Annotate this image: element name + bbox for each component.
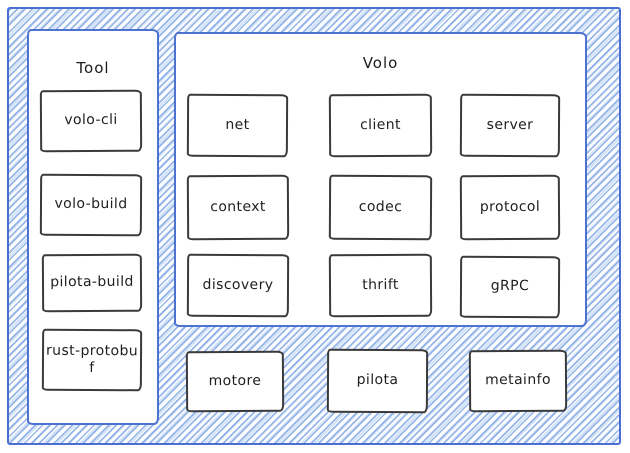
node-volo-cli: volo-cli	[39, 89, 143, 153]
node-label: client	[360, 116, 401, 133]
node-label: motore	[208, 372, 262, 389]
node-net: net	[186, 93, 289, 158]
node-volo-build: volo-build	[39, 173, 143, 237]
tool-group-title: Tool	[76, 59, 110, 77]
node-label: pilota-build	[50, 273, 134, 291]
node-label: metainfo	[485, 372, 551, 389]
tool-group: Tool volo-cli volo-build pilota-build ru…	[27, 29, 159, 425]
node-metainfo: metainfo	[468, 349, 568, 413]
node-discovery: discovery	[186, 253, 290, 318]
node-label: protocol	[479, 198, 541, 215]
volo-group-title: Volo	[362, 54, 399, 72]
node-label: gRPC	[490, 278, 530, 295]
outer-frame: Tool volo-cli volo-build pilota-build ru…	[7, 7, 621, 445]
node-client: client	[328, 93, 433, 158]
node-pilota: pilota	[326, 348, 429, 414]
node-grpc: gRPC	[459, 255, 561, 319]
node-context: context	[186, 174, 290, 241]
node-pilota-build: pilota-build	[41, 253, 143, 313]
node-rust-protobuf: rust-protobuf	[41, 328, 143, 392]
volo-group: Volo net client server context codec pro…	[174, 32, 587, 327]
node-label: net	[225, 116, 250, 133]
node-label: pilota	[356, 372, 399, 389]
node-label: rust-protobuf	[46, 342, 139, 377]
node-label: codec	[358, 198, 403, 215]
node-thrift: thrift	[328, 253, 433, 318]
node-label: volo-cli	[64, 112, 118, 129]
node-label: volo-build	[54, 196, 128, 213]
node-motore: motore	[185, 350, 285, 413]
node-protocol: protocol	[459, 174, 561, 241]
node-codec: codec	[328, 174, 433, 241]
node-server: server	[459, 93, 561, 158]
node-label: thrift	[362, 276, 399, 293]
node-label: context	[210, 198, 266, 215]
node-label: server	[486, 116, 534, 133]
node-label: discovery	[202, 276, 274, 293]
